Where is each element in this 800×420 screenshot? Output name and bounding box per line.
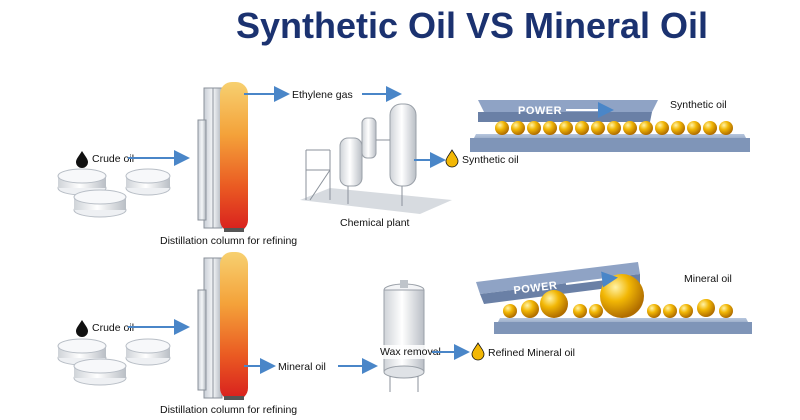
bottom-column-label: Distillation column for refining bbox=[160, 404, 297, 416]
bottom-row: Crude oil Distillation column for refini… bbox=[57, 252, 752, 416]
mineral-oil-fraction-label: Mineral oil bbox=[278, 361, 326, 373]
top-power-label: POWER bbox=[518, 105, 562, 117]
chemical-plant-label: Chemical plant bbox=[340, 217, 410, 229]
page-title: Synthetic Oil VS Mineral Oil bbox=[236, 5, 708, 46]
oil-drop-icon bbox=[76, 320, 88, 337]
wax-removal-label: Wax removal bbox=[380, 346, 441, 358]
bottom-crude-oil-label: Crude oil bbox=[92, 322, 134, 334]
mineral-oil-panel: POWER Mineral oil bbox=[476, 262, 752, 334]
mineral-oil-panel-label: Mineral oil bbox=[684, 273, 732, 285]
chemical-plant-icon bbox=[300, 103, 452, 214]
oil-drop-icon bbox=[76, 151, 88, 168]
oil-ball-row bbox=[503, 274, 733, 318]
distillation-column-icon bbox=[197, 82, 248, 232]
synthetic-oil-output-label: Synthetic oil bbox=[462, 154, 519, 166]
arrow-icon bbox=[565, 271, 618, 288]
top-crude-oil-label: Crude oil bbox=[92, 153, 134, 165]
wax-removal-tank-icon bbox=[383, 280, 425, 392]
oil-ball-row bbox=[495, 121, 733, 135]
bottom-power-label: POWER bbox=[513, 280, 558, 297]
storage-tank-icon bbox=[57, 168, 171, 218]
ethylene-gas-label: Ethylene gas bbox=[292, 89, 353, 101]
distillation-column-icon bbox=[197, 252, 248, 400]
storage-tank-icon bbox=[57, 338, 171, 386]
top-column-label: Distillation column for refining bbox=[160, 235, 297, 247]
top-row: Crude oil Distillation column for refini… bbox=[57, 82, 750, 247]
refined-mineral-oil-label: Refined Mineral oil bbox=[488, 347, 575, 359]
oil-drop-icon bbox=[471, 342, 485, 361]
synthetic-oil-panel: POWER Synthetic oil bbox=[470, 99, 750, 152]
oil-drop-icon bbox=[445, 149, 459, 168]
synthetic-oil-panel-label: Synthetic oil bbox=[670, 99, 727, 111]
